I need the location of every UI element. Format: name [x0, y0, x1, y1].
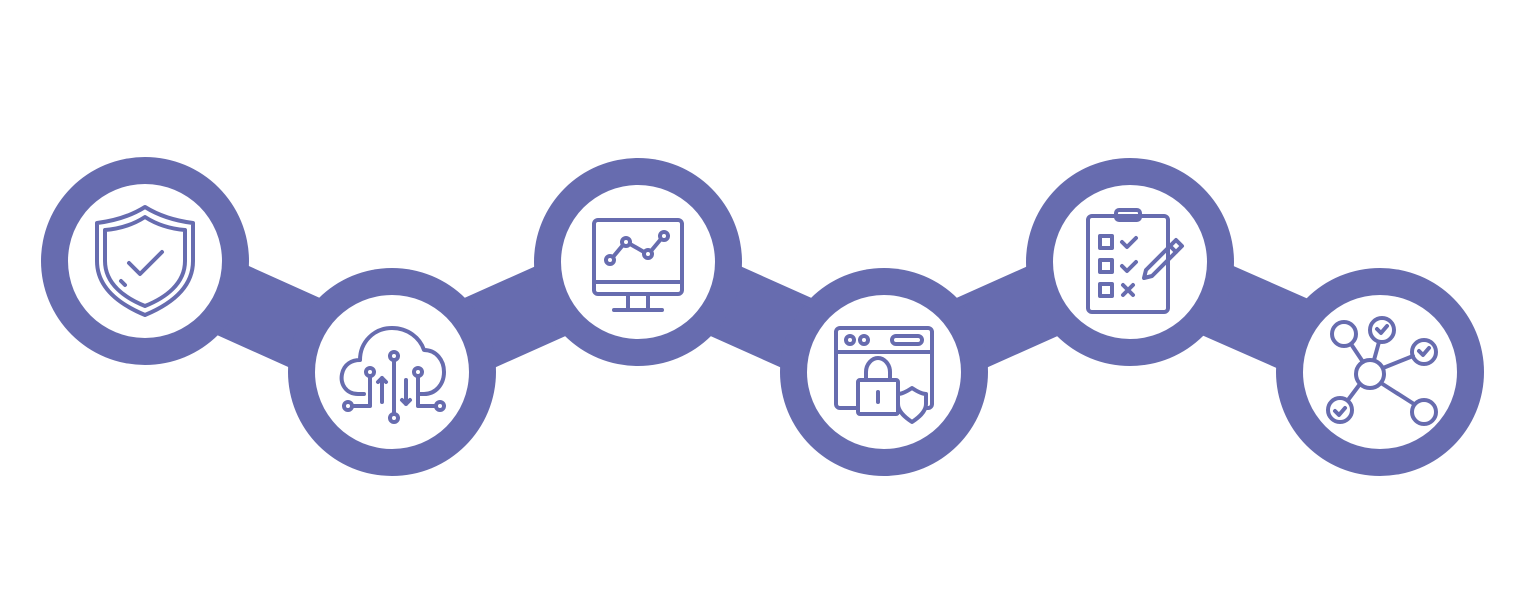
node-circle	[807, 295, 961, 449]
clipboard-checklist-icon	[1086, 208, 1184, 314]
node-circle	[561, 185, 715, 339]
monitor-chart-icon	[592, 218, 684, 312]
network-nodes-icon	[1326, 316, 1438, 426]
shield-check-icon	[95, 205, 195, 317]
cloud-network-icon	[339, 326, 446, 424]
browser-lock-icon	[834, 326, 934, 424]
